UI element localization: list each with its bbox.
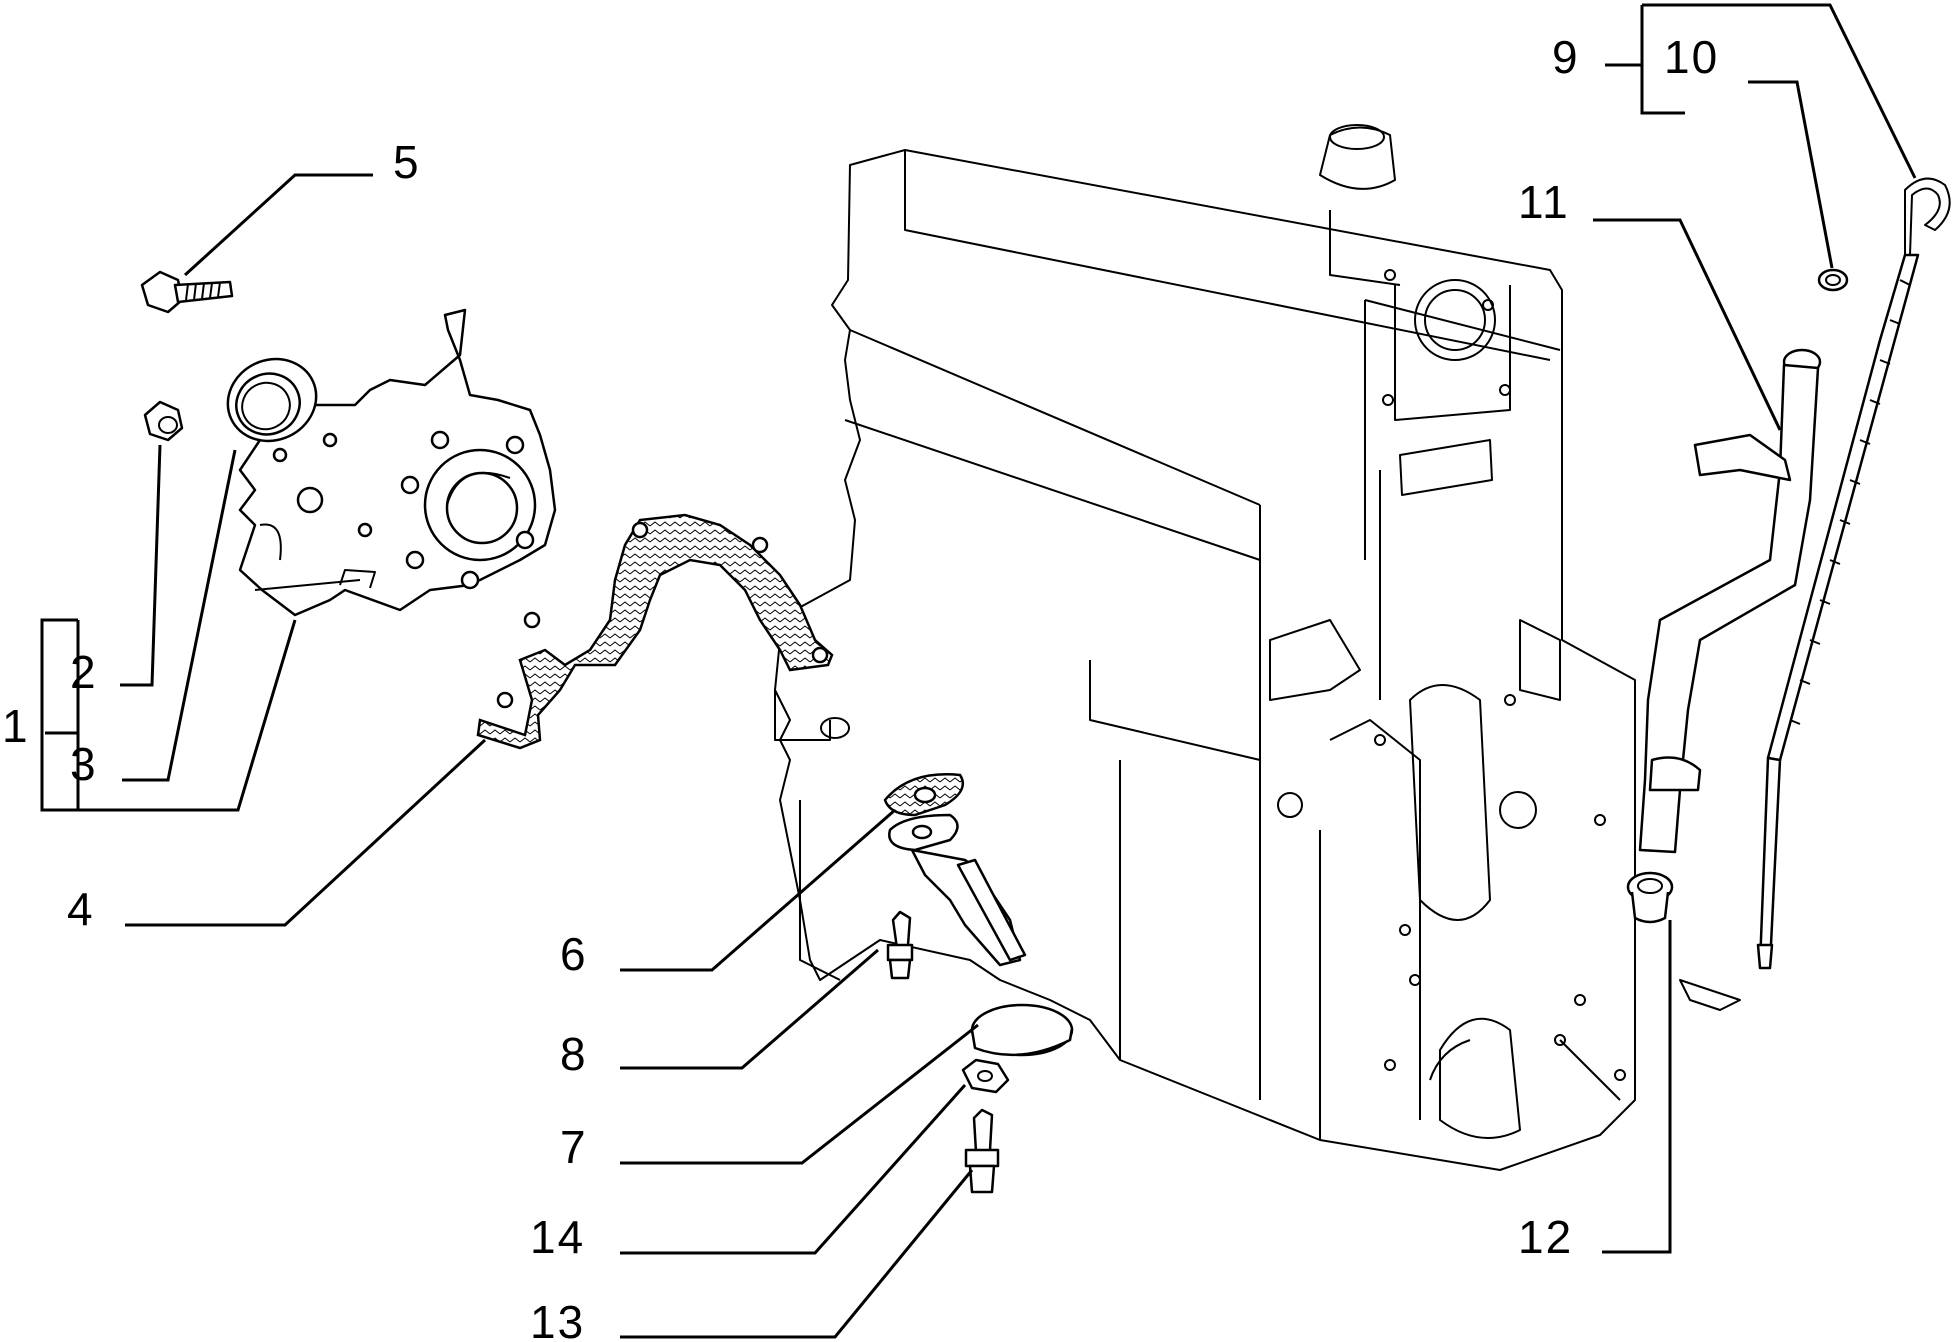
stud-bolt (886, 910, 914, 980)
dipstick-tube (1638, 348, 1822, 854)
nut (143, 400, 184, 442)
label-13: 13 (530, 1296, 585, 1342)
label-3: 3 (70, 738, 98, 790)
label-12: 12 (1518, 1211, 1573, 1263)
label-7: 7 (560, 1121, 588, 1173)
callout-labels: 1 2 3 4 5 6 8 7 14 13 9 10 11 12 (2, 31, 1719, 1342)
cover-gasket (476, 513, 834, 750)
oil-strainer (883, 773, 1074, 1057)
label-14: 14 (530, 1211, 585, 1263)
label-1: 1 (2, 700, 30, 752)
label-11: 11 (1518, 176, 1570, 228)
cover-housing (238, 308, 557, 617)
o-ring (1817, 268, 1849, 292)
label-2: 2 (70, 646, 98, 698)
leader-lines (40, 3, 1917, 1339)
label-8: 8 (560, 1028, 588, 1080)
engine-block (774, 124, 1741, 1171)
dipstick (1756, 177, 1951, 970)
grommet (1626, 871, 1674, 924)
hex-nut (961, 1058, 1010, 1094)
bolt (140, 270, 234, 314)
stud (964, 1108, 1000, 1194)
label-6: 6 (560, 928, 588, 980)
label-9: 9 (1552, 31, 1580, 83)
oil-seal (226, 357, 318, 443)
label-4: 4 (67, 883, 95, 935)
label-5: 5 (393, 136, 421, 188)
label-10: 10 (1664, 31, 1719, 83)
